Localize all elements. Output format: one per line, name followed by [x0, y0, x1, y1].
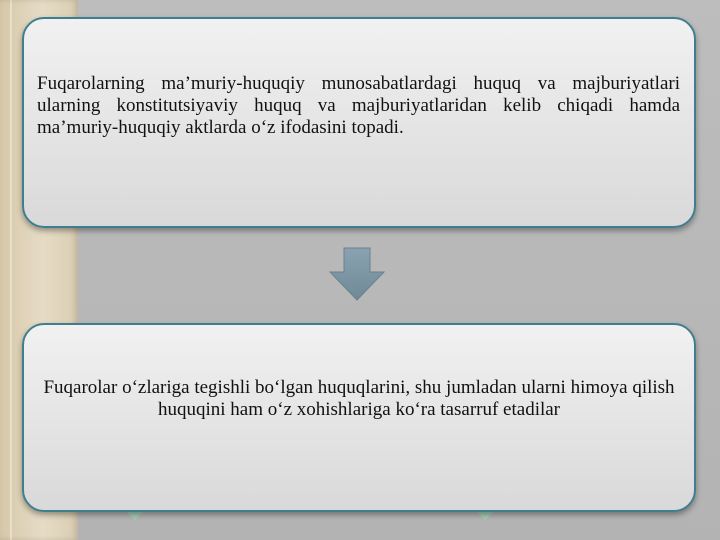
text-box-top-paragraph: Fuqarolarning ma’muriy-huquqiy munosabat… — [37, 73, 680, 138]
text-box-top: Fuqarolarning ma’muriy-huquqiy munosabat… — [22, 17, 696, 228]
text-box-bottom: Fuqarolar o‘zlariga tegishli bo‘lgan huq… — [22, 323, 696, 512]
text-box-bottom-paragraph: Fuqarolar o‘zlariga tegishli bo‘lgan huq… — [43, 377, 675, 420]
down-arrow-icon — [328, 247, 386, 301]
